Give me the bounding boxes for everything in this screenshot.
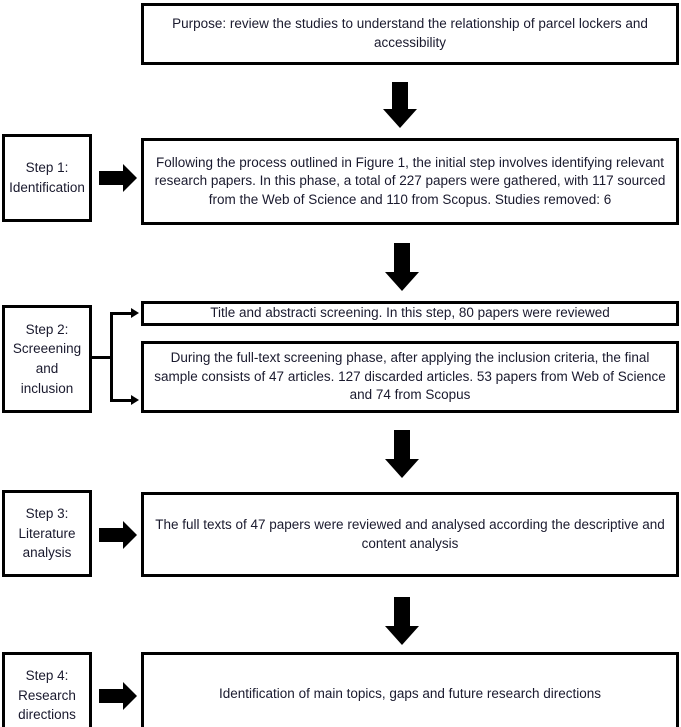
step-4-label: Step 4: Research directions xyxy=(18,668,76,723)
right-arrow-icon xyxy=(99,164,137,192)
down-arrow-icon xyxy=(382,243,422,291)
down-arrow-icon xyxy=(382,430,422,478)
step-4-content-text: Identification of main topics, gaps and … xyxy=(219,686,601,702)
down-arrow-icon xyxy=(382,597,422,645)
step-3-content-text: The full texts of 47 papers were reviewe… xyxy=(155,516,665,551)
purpose-text: Purpose: review the studies to understan… xyxy=(172,16,648,50)
step-2-content-text-a: Title and abstracti screening. In this s… xyxy=(210,305,610,321)
step-2-content-box-b: During the full-text screening phase, af… xyxy=(141,341,679,413)
step-2-content-box-a: Title and abstracti screening. In this s… xyxy=(141,301,679,326)
step-2-content-text-b: During the full-text screening phase, af… xyxy=(154,350,666,403)
step-1-content-box: Following the process outlined in Figure… xyxy=(141,138,679,225)
purpose-box: Purpose: review the studies to understan… xyxy=(141,3,679,65)
down-arrow-icon xyxy=(380,82,420,128)
right-arrow-icon xyxy=(99,521,137,549)
step-2-label-box: Step 2: Screeening and inclusion xyxy=(2,305,92,413)
step-1-label-box: Step 1: Identification xyxy=(2,134,92,222)
step-3-label: Step 3: Literature analysis xyxy=(18,506,76,561)
step-3-content-box: The full texts of 47 papers were reviewe… xyxy=(141,492,679,577)
step-3-label-box: Step 3: Literature analysis xyxy=(2,490,92,577)
step-4-content-box: Identification of main topics, gaps and … xyxy=(141,652,679,727)
right-arrow-icon xyxy=(99,682,137,710)
step-1-content-text: Following the process outlined in Figure… xyxy=(154,154,666,207)
step-1-label: Step 1: Identification xyxy=(9,160,85,195)
step-4-label-box: Step 4: Research directions xyxy=(2,652,92,727)
step-2-label: Step 2: Screeening and inclusion xyxy=(12,321,82,396)
